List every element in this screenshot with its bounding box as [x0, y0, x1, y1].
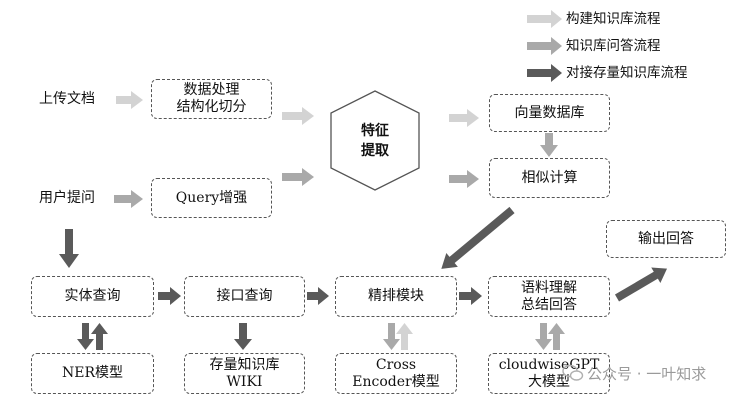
node-api-query: 接口查询: [184, 276, 305, 317]
watermark-text: 公众号 · 一叶知求: [587, 365, 707, 383]
arrow-cross-to-rerank: [396, 323, 413, 350]
node-query-enhance-label: Query增强: [175, 189, 248, 206]
node-gpt-model-line1: cloudwiseGPT: [498, 356, 600, 373]
arrow-processing-to-feature: [282, 107, 314, 125]
arrow-vectordb-to-similarity: [540, 133, 558, 157]
arrow-ner-to-entity: [91, 323, 108, 350]
node-understand-line2: 总结回答: [521, 296, 577, 313]
feature-extract-hexagon: [330, 90, 420, 191]
node-vector-db-label: 向量数据库: [514, 104, 585, 121]
arrow-feature-to-vectordb: [449, 109, 479, 127]
node-wiki-line2: WIKI: [226, 373, 263, 390]
arrow-similarity-to-rerank: [441, 206, 515, 269]
arrow-question-to-query: [114, 190, 143, 208]
node-output-label: 输出回答: [638, 230, 694, 247]
wechat-icon: [562, 364, 584, 381]
node-feature-extract-line2: 提取: [361, 143, 389, 159]
node-data-processing-line2: 结构化切分: [176, 99, 247, 115]
node-feature-extract-line1: 特征: [361, 123, 389, 139]
node-entity-query: 实体查询: [31, 276, 154, 317]
legend-label-qa: 知识库问答流程: [566, 38, 661, 54]
legend-arrow-build: [527, 10, 562, 28]
arrow-gpt-to-understand: [548, 323, 565, 350]
node-understand: 语料理解 总结回答: [488, 276, 610, 317]
node-feature-extract: 特征 提取: [335, 121, 415, 161]
arrow-entity-to-api: [158, 287, 181, 305]
node-cross-encoder-line1: Cross: [375, 356, 417, 373]
legend-label-connect: 对接存量知识库流程: [566, 65, 688, 81]
node-api-query-label: 接口查询: [216, 288, 273, 304]
node-ner-model: NER模型: [31, 353, 154, 394]
input-user-question: 用户提问: [39, 190, 95, 206]
arrow-query-to-feature: [282, 168, 314, 186]
node-wiki-line1: 存量知识库: [209, 356, 280, 373]
node-similarity: 相似计算: [489, 158, 610, 198]
node-cross-encoder: Cross Encoder模型: [335, 353, 457, 394]
arrow-rerank-to-understand: [459, 287, 482, 305]
arrow-api-to-wiki: [234, 323, 252, 350]
arrow-question-to-entity: [59, 229, 79, 268]
legend-arrow-qa: [527, 37, 562, 55]
input-upload-docs: 上传文档: [39, 91, 95, 107]
node-rerank: 精排模块: [335, 276, 457, 317]
legend-label-build: 构建知识库流程: [566, 11, 661, 27]
arrow-upload-to-processing: [116, 91, 143, 109]
node-entity-query-label: 实体查询: [64, 288, 121, 304]
node-data-processing-line1: 数据处理: [183, 82, 240, 98]
node-wiki: 存量知识库 WIKI: [184, 353, 305, 394]
arrow-understand-to-gpt: [535, 323, 552, 350]
arrow-api-to-rerank: [307, 287, 329, 305]
node-rerank-label: 精排模块: [368, 288, 424, 304]
node-output: 输出回答: [606, 220, 726, 258]
node-data-processing: 数据处理 结构化切分: [151, 79, 272, 119]
legend-arrow-connect: [527, 64, 562, 82]
arrow-understand-to-output: [614, 267, 668, 302]
node-gpt-model-line2: 大模型: [528, 373, 570, 390]
node-similarity-label: 相似计算: [521, 169, 578, 186]
node-vector-db: 向量数据库: [489, 94, 610, 132]
node-gpt-model: cloudwiseGPT 大模型: [488, 353, 610, 394]
node-query-enhance: Query增强: [151, 178, 272, 218]
arrow-feature-to-similarity: [449, 170, 479, 188]
node-cross-encoder-line2: Encoder模型: [352, 373, 440, 390]
node-ner-model-label: NER模型: [61, 365, 123, 381]
arrow-rerank-to-cross: [383, 323, 400, 350]
arrow-entity-to-ner: [77, 323, 94, 350]
node-understand-line1: 语料理解: [521, 279, 577, 296]
